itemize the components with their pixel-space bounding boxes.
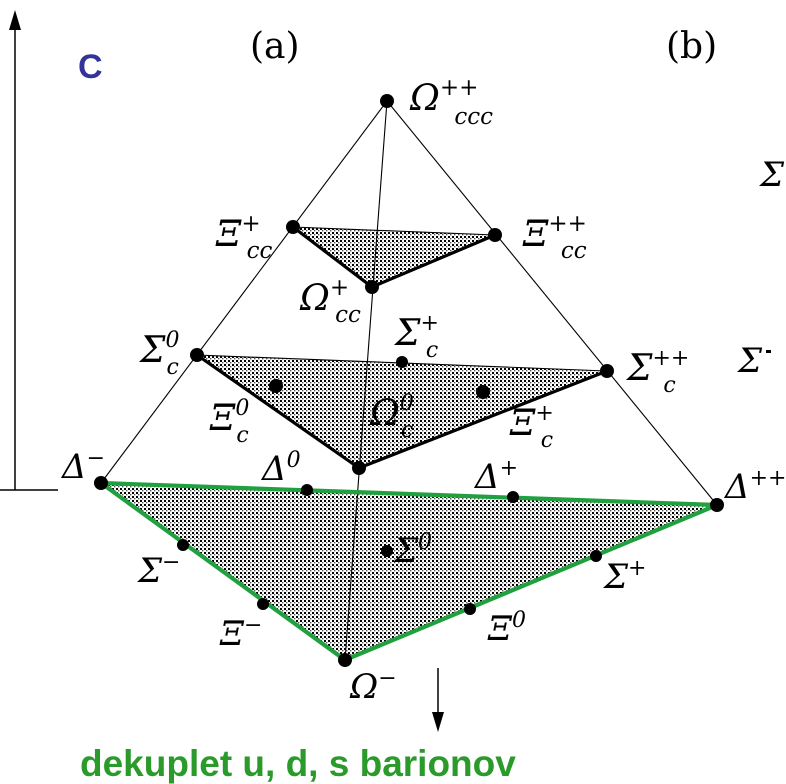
node-delta-0 (301, 484, 313, 496)
panel-b-sigma-low: Σ (736, 341, 763, 381)
label-sigma-0: Σ0 (392, 530, 432, 571)
node-omega-cc (365, 280, 379, 294)
label-sigma-plus: Σ+ (602, 556, 646, 597)
down-arrow (432, 668, 444, 732)
node-sigma-c-pp (600, 364, 614, 378)
plane-light (101, 483, 717, 660)
label-delta-0: Δ0 (260, 448, 301, 489)
node-delta-plus (507, 491, 519, 503)
node-xi-cc-pp (488, 228, 502, 242)
label-delta-plus: Δ+ (473, 456, 518, 497)
charm-axis (0, 10, 58, 491)
label-sigma-minus: Σ− (136, 550, 180, 591)
label-omega-ccc: Ω++ccc (409, 75, 493, 130)
node-sigma-minus (177, 539, 189, 551)
label-xi-0: Ξ0 (487, 608, 526, 649)
label-xi-cc-plus: Ξ+cc (215, 211, 273, 264)
label-omega-cc: Ω+cc (299, 275, 361, 328)
node-xi-cc-plus (286, 220, 300, 234)
plane-c (197, 355, 607, 468)
label-delta-minus: Δ− (60, 446, 105, 487)
panel-b-sigma-low-mark (766, 350, 771, 353)
label-sigma-c-plus: Σ+c (393, 311, 439, 363)
nodes (94, 94, 724, 667)
node-delta-pp (710, 498, 724, 512)
node-omega-c0 (352, 461, 366, 475)
node-omega-minus (338, 653, 352, 667)
caption: dekuplet u, d, s barionov (80, 743, 516, 784)
panel-label-b: (b) (666, 26, 717, 67)
decuplet-highlight (94, 480, 718, 663)
node-omega-ccc (380, 94, 394, 108)
label-delta-pp: Δ++ (723, 466, 786, 507)
node-xi-minus (257, 598, 269, 610)
label-sigma-c-pp: Σ++c (625, 346, 689, 398)
panel-label-a: (a) (250, 26, 300, 67)
axis-label-c: C (78, 48, 103, 86)
plane-cc (293, 227, 495, 287)
node-sigma-plus (590, 550, 602, 562)
node-sigma-0 (381, 545, 393, 557)
node-xi-c0 (269, 379, 283, 393)
label-omega-minus: Ω− (349, 666, 397, 707)
node-sigma-c0 (190, 348, 204, 362)
node-xi-c-plus (476, 385, 490, 399)
node-sigma-c-plus (396, 356, 408, 368)
label-xi-c-plus: Ξ+c (509, 401, 554, 453)
node-delta-minus (94, 476, 108, 490)
label-xi-cc-pp: Ξ++cc (522, 211, 587, 264)
node-xi-0 (464, 603, 476, 615)
label-xi-minus: Ξ− (219, 613, 262, 654)
panel-b-sigma-top: Σ (758, 155, 785, 195)
